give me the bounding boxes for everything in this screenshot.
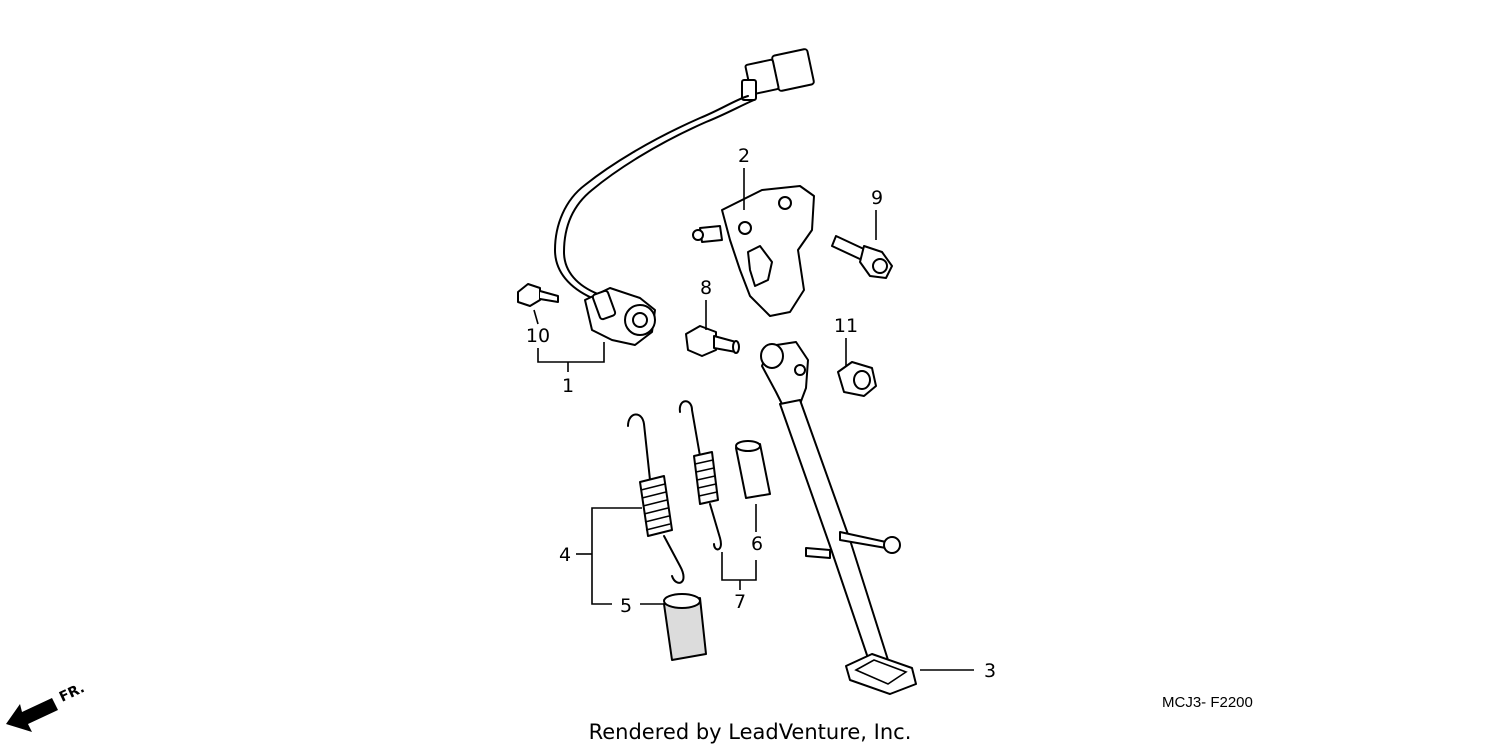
callout-10: 10	[526, 325, 550, 347]
diagram-code: MCJ3- F2200	[1162, 694, 1253, 711]
side-stand-switch-part[interactable]	[553, 48, 815, 346]
bolt-10-part[interactable]	[517, 283, 559, 307]
front-arrow-icon	[6, 698, 58, 732]
callout-1: 1	[562, 375, 574, 397]
callout-3: 3	[984, 660, 996, 682]
collar-5-part[interactable]	[663, 593, 707, 661]
callout-9: 9	[871, 187, 883, 209]
callout-2: 2	[738, 145, 750, 167]
callout-5: 5	[620, 595, 632, 617]
spring-4-part[interactable]	[627, 413, 685, 584]
credit-text: Rendered by LeadVenture, Inc.	[589, 720, 912, 744]
bolt-9-part[interactable]	[831, 235, 893, 279]
collar-6-part[interactable]	[735, 440, 771, 499]
pivot-bolt-8-part[interactable]	[685, 325, 740, 357]
callout-11: 11	[834, 315, 858, 337]
front-indicator-label: FR.	[57, 680, 87, 705]
callout-7: 7	[734, 591, 746, 613]
bracket-plate-part[interactable]	[692, 185, 815, 317]
callout-leaders	[533, 168, 974, 671]
nut-11-part[interactable]	[837, 361, 877, 397]
callout-4: 4	[559, 544, 571, 566]
side-stand-part[interactable]	[760, 341, 917, 695]
spring-7-part[interactable]	[678, 400, 722, 551]
callout-8: 8	[700, 277, 712, 299]
callout-6: 6	[751, 533, 763, 555]
